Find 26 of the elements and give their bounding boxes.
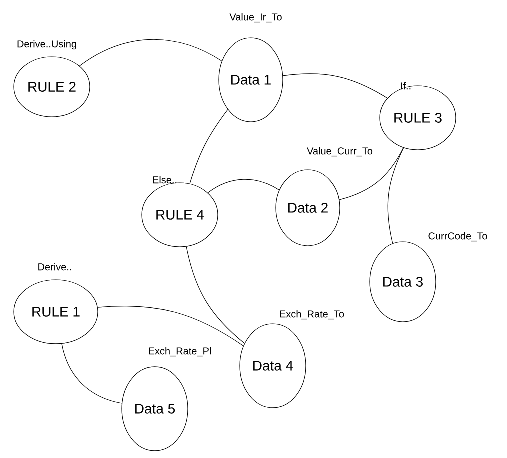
node-caption: Derive..Using	[18, 40, 76, 50]
ellipse-node: RULE 2	[14, 56, 90, 118]
connector	[208, 179, 280, 194]
node-caption: CurrCode_To	[428, 232, 488, 242]
ellipse-node: Data 3	[370, 242, 436, 322]
node-caption: Value_Curr_To	[307, 147, 373, 157]
node-caption: Exch_Rate_To	[280, 310, 344, 320]
ellipse-node: Data 1	[218, 38, 284, 122]
node-caption: Derive..	[38, 263, 72, 271]
connector	[388, 148, 404, 244]
connector	[282, 74, 388, 99]
ellipse-node: Data 2	[276, 170, 340, 246]
node-caption: Exch_Rate_Pl	[149, 347, 211, 357]
connector	[79, 39, 222, 66]
ellipse-node: RULE 1	[14, 280, 98, 344]
ellipse-node: RULE 4	[142, 182, 218, 248]
node-caption: Value_Ir_To	[230, 13, 282, 23]
connector	[339, 148, 404, 200]
connector	[62, 344, 122, 404]
connector	[186, 246, 246, 344]
ellipse-node: Data 4	[240, 324, 306, 408]
node-caption: Else..	[153, 176, 177, 184]
ellipse-node: Data 5	[122, 366, 188, 452]
connector	[98, 306, 244, 346]
connector	[190, 109, 228, 184]
node-caption: If..	[401, 82, 411, 90]
